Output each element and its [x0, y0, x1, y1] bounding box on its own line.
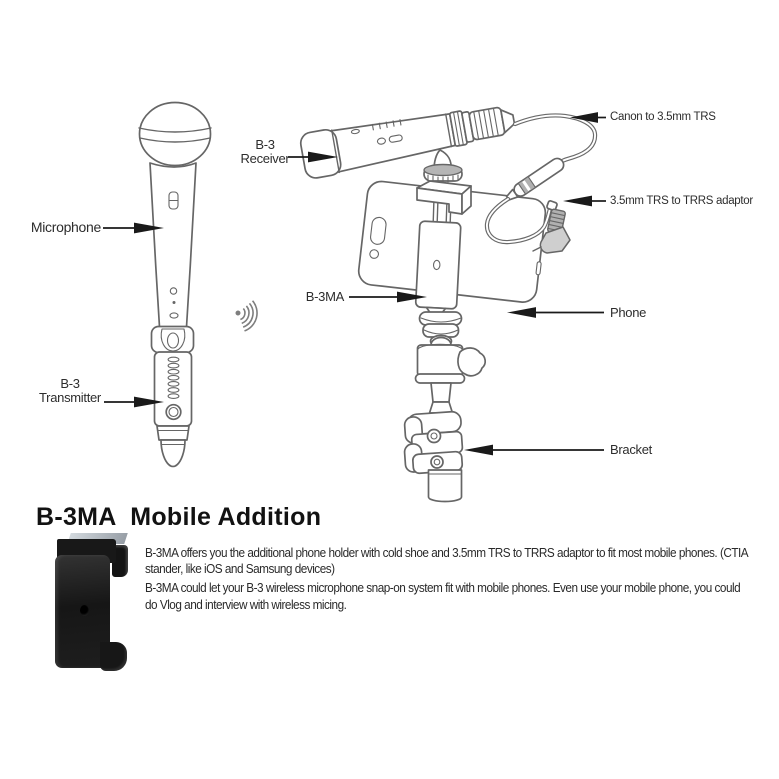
transmitter-label-line1: B-3: [60, 376, 80, 391]
b3ma-product-photo: [55, 532, 135, 672]
canon-cable-label: Canon to 3.5mm TRS: [610, 111, 716, 123]
microphone-drawing: [138, 101, 212, 328]
receiver-drawing: [299, 106, 516, 179]
microphone-label: Microphone: [30, 219, 101, 235]
paragraph-line: stander, like iOS and Samsung devices): [145, 561, 335, 577]
canon-cable-drawing: [484, 113, 598, 245]
bracket-drawing: [403, 410, 464, 503]
receiver-label-line2: Receiver: [240, 151, 290, 167]
paragraph-line: do Vlog and interview with wireless mici…: [145, 596, 347, 612]
receiver-label-line1: B-3: [255, 137, 275, 152]
phone-label: Phone: [610, 305, 647, 320]
callout-arrows: [103, 112, 606, 456]
transmitter-drawing: [150, 325, 195, 468]
paragraph-line: B-3MA could let your B-3 wireless microp…: [145, 580, 741, 596]
b3ma-label: B-3MA: [305, 289, 345, 304]
trrs-adaptor-label: 3.5mm TRS to TRRS adaptor: [610, 195, 753, 207]
trrs-adaptor-drawing: [532, 200, 571, 254]
shoe-mount-drawing: [423, 149, 463, 183]
paragraph-1: B-3MA offers you the additional phone ho…: [145, 545, 779, 577]
b3ma-holder-drawing: [414, 180, 472, 322]
transmitter-label-line2: Transmitter: [39, 390, 101, 406]
paragraph-line: B-3MA offers you the additional phone ho…: [145, 545, 749, 560]
wireless-signal-icon: [235, 300, 258, 332]
photo-top-hook: [112, 545, 128, 577]
ball-head-drawing: [414, 311, 486, 414]
photo-bottom-hook: [100, 642, 127, 671]
section-heading: B-3MA Mobile Addition: [36, 503, 322, 531]
bracket-label: Bracket: [610, 442, 652, 457]
paragraph-2: B-3MA could let your B-3 wireless microp…: [145, 580, 779, 612]
description-text: B-3MA offers you the additional phone ho…: [145, 545, 779, 613]
photo-screw-hole: [80, 605, 89, 616]
